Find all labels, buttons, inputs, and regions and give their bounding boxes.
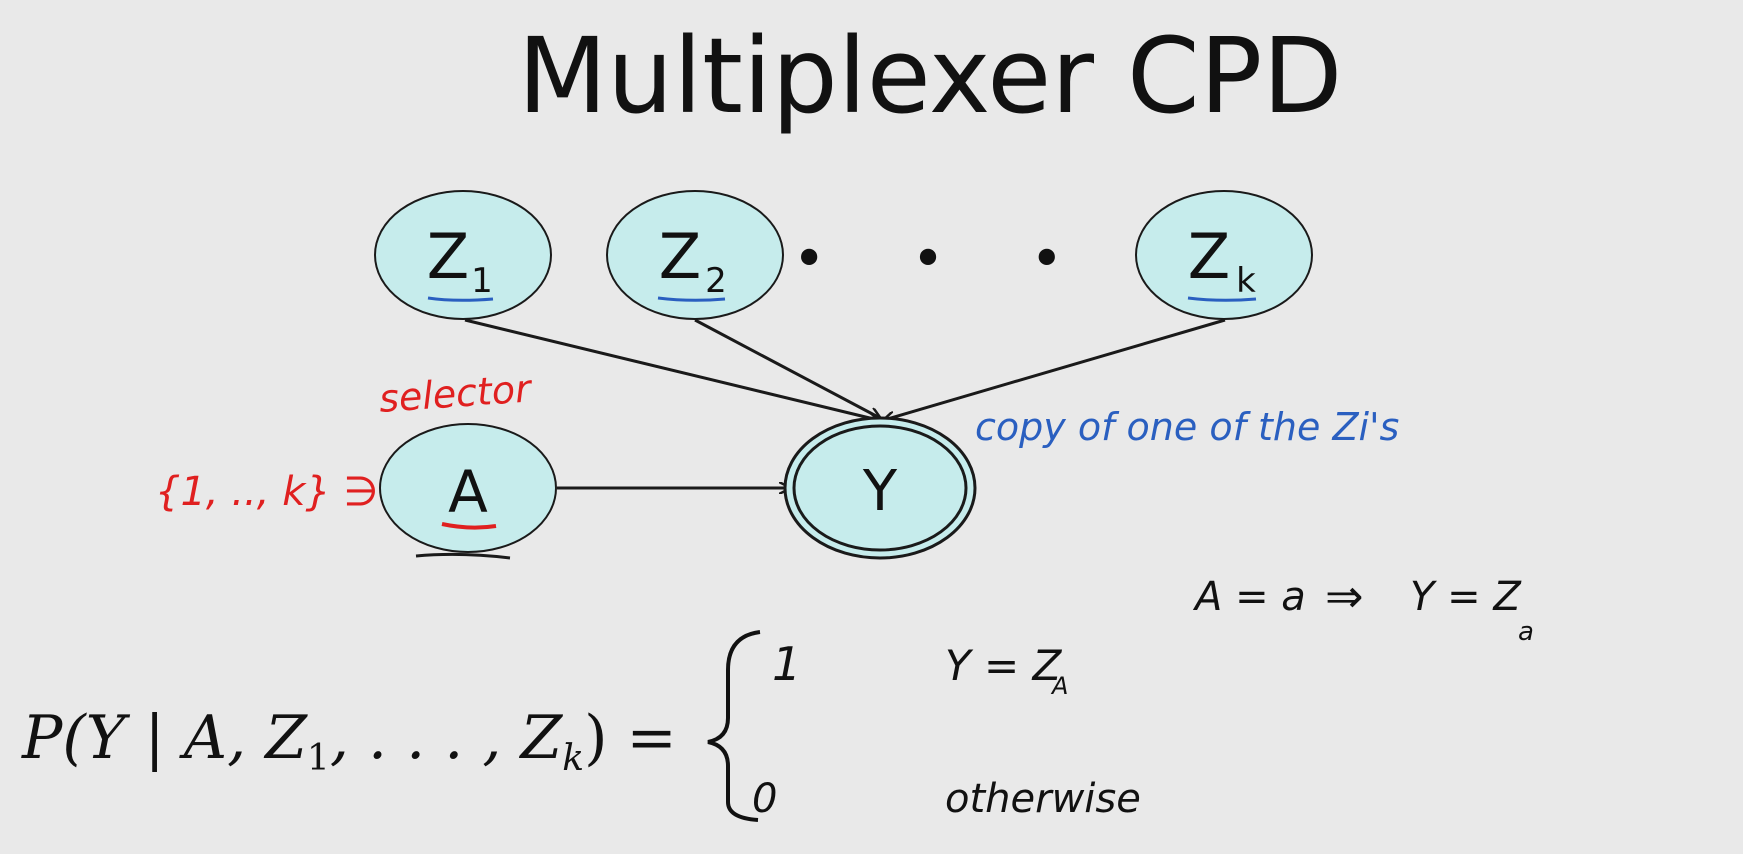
node-zk-subscript: k xyxy=(1236,261,1256,301)
implication-rhs: Y = Z xyxy=(1410,574,1522,620)
node-a: A xyxy=(379,423,557,560)
formula-lhs-mid: , . . . , Z xyxy=(330,703,564,773)
node-z1-underline xyxy=(427,296,494,302)
formula-lhs-sub1: 1 xyxy=(307,738,330,779)
case1-condition-subscript: A xyxy=(1050,672,1068,700)
edge-z2-y xyxy=(694,318,880,418)
edges xyxy=(464,318,1226,488)
slide-title: Multiplexer CPD xyxy=(518,15,1343,137)
case2-condition: otherwise xyxy=(945,776,1141,822)
node-a-label: A xyxy=(448,458,488,526)
domain-annotation: {1, .., k} ∋ xyxy=(155,469,378,515)
formula-lhs-part1: P(Y | A, Z xyxy=(21,703,308,773)
node-z2-label: Z xyxy=(659,220,701,293)
formula: P(Y | A, Z1, . . . , Zk) = 1 Y = Z A 0 o… xyxy=(21,630,1141,822)
node-z1: Z 1 xyxy=(374,190,552,320)
implication-lhs: A = a xyxy=(1192,574,1306,620)
node-y: Y xyxy=(783,416,977,560)
selector-annotation: selector xyxy=(378,366,535,421)
case1-value: 1 xyxy=(772,637,801,691)
formula-brace xyxy=(707,630,761,822)
node-z1-subscript: 1 xyxy=(471,261,493,301)
copy-note-annotation: copy of one of the Zi's xyxy=(975,405,1399,449)
node-y-label: Y xyxy=(862,459,898,524)
node-zk-underline xyxy=(1187,296,1257,302)
formula-lhs: P(Y | A, Z1, . . . , Zk) = xyxy=(21,703,677,779)
implication-arrow: ⇒ xyxy=(1325,569,1364,623)
implication-annotation: A = a ⇒ Y = Z a xyxy=(1192,569,1534,647)
formula-lhs-subk: k xyxy=(562,738,584,779)
node-zk: Z k xyxy=(1135,190,1313,320)
edge-z1-y xyxy=(464,318,878,420)
case2-value: 0 xyxy=(752,776,777,822)
node-a-base-mark xyxy=(415,552,511,560)
edge-zk-y xyxy=(884,318,1226,420)
node-z2-subscript: 2 xyxy=(705,261,727,301)
node-z2-underline xyxy=(657,296,726,302)
node-z2: Z 2 xyxy=(606,190,784,320)
implication-rhs-subscript: a xyxy=(1518,617,1534,647)
ellipsis-dots: • • • xyxy=(793,227,1098,292)
case1-condition: Y = Z xyxy=(945,641,1063,690)
node-zk-label: Z xyxy=(1188,220,1230,293)
node-z1-label: Z xyxy=(427,220,469,293)
node-a-underline xyxy=(441,522,497,530)
formula-lhs-end: ) = xyxy=(584,703,677,773)
